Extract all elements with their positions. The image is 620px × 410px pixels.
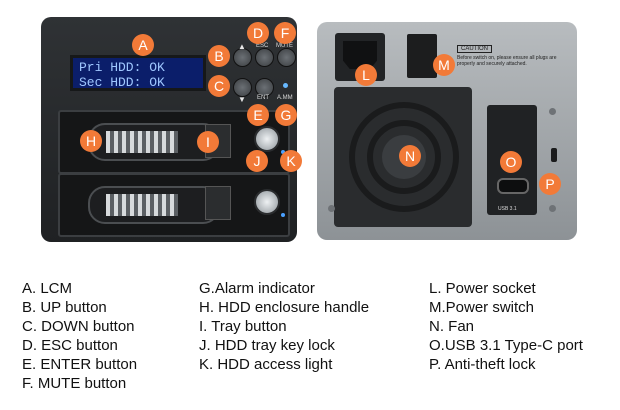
ent-label: ENT	[257, 95, 269, 101]
legend-item: D. ESC button	[22, 337, 118, 354]
lcm-line-2: Sec HDD: OK	[79, 75, 165, 90]
legend-column-1: A. LCM B. UP button C. DOWN button D. ES…	[22, 279, 137, 393]
legend-item: J. HDD tray key lock	[199, 337, 335, 354]
callout-l: L	[355, 64, 377, 86]
usb-label: USB 3.1	[498, 206, 517, 212]
fan-ring-inner	[367, 120, 441, 194]
legend-item: E. ENTER button	[22, 356, 138, 373]
up-arrow-icon: ▲	[238, 42, 246, 51]
alarm-indicator	[283, 83, 288, 88]
legend-item: C. DOWN button	[22, 318, 135, 335]
callout-f: E	[247, 104, 269, 126]
callout-d: D	[247, 22, 269, 44]
hdd-access-light-2	[281, 213, 285, 217]
handle-grip-icon	[106, 131, 178, 153]
anti-theft-lock	[551, 148, 557, 162]
lcm-display: Pri HDD: OK Sec HDD: OK	[70, 55, 206, 91]
callout-k: K	[280, 150, 302, 172]
callout-g: G	[275, 104, 297, 126]
callout-h: H	[80, 130, 102, 152]
legend-item: M.Power switch	[429, 299, 535, 316]
hdd-enclosure-handle-2	[88, 186, 220, 224]
legend-item: P. Anti-theft lock	[429, 356, 536, 373]
power-switch	[407, 34, 437, 78]
legend-item: A. LCM	[22, 280, 73, 297]
legend-item: H. HDD enclosure handle	[199, 299, 370, 316]
legend-item: K. HDD access light	[199, 356, 333, 373]
legend-item: L. Power socket	[429, 280, 536, 297]
hdd-tray-key-lock-2	[254, 189, 280, 215]
legend-item: G.Alarm indicator	[199, 280, 315, 297]
legend-item: B. UP button	[22, 299, 107, 316]
caution-label: CAUTION Before switch on, please ensure …	[457, 45, 569, 67]
esc-button	[255, 48, 274, 67]
fan-ring-outer	[349, 102, 459, 212]
down-arrow-icon: ▼	[238, 95, 246, 104]
screw-icon	[549, 205, 556, 212]
alarm-label: A.MM	[277, 95, 293, 101]
legend-item: N. Fan	[429, 318, 475, 335]
usb-c-port	[497, 178, 529, 194]
legend-item: F. MUTE button	[22, 375, 127, 392]
legend-column-2: G.Alarm indicator H. HDD enclosure handl…	[199, 279, 369, 374]
callout-n: N	[399, 145, 421, 167]
lcm-line-1: Pri HDD: OK	[79, 60, 165, 75]
callout-j: J	[246, 150, 268, 172]
callout-b: B	[208, 45, 230, 67]
up-button	[233, 48, 252, 67]
callout-m: M	[433, 54, 455, 76]
handle-grip-icon	[106, 194, 178, 216]
down-button	[233, 78, 252, 97]
mute-button	[277, 48, 296, 67]
tray-button-2	[205, 186, 231, 220]
callout-o: O	[500, 151, 522, 173]
callout-e: F	[274, 22, 296, 44]
caution-text: Before switch on, please ensure all plug…	[457, 55, 557, 67]
legend-item: I. Tray button	[199, 318, 287, 335]
legend-column-3: L. Power socket M.Power switch N. Fan O.…	[429, 279, 583, 374]
screw-icon	[549, 108, 556, 115]
esc-label: ESC	[256, 43, 269, 49]
callout-c: C	[208, 75, 230, 97]
hdd-tray-key-lock	[254, 126, 280, 152]
mute-label: MUTE	[276, 43, 293, 49]
legend-item: O.USB 3.1 Type-C port	[429, 337, 583, 354]
callout-a: A	[132, 34, 154, 56]
callout-p: P	[539, 173, 561, 195]
enter-button	[255, 78, 274, 97]
callout-i: I	[197, 131, 219, 153]
screw-icon	[328, 205, 335, 212]
caution-title: CAUTION	[457, 45, 492, 53]
